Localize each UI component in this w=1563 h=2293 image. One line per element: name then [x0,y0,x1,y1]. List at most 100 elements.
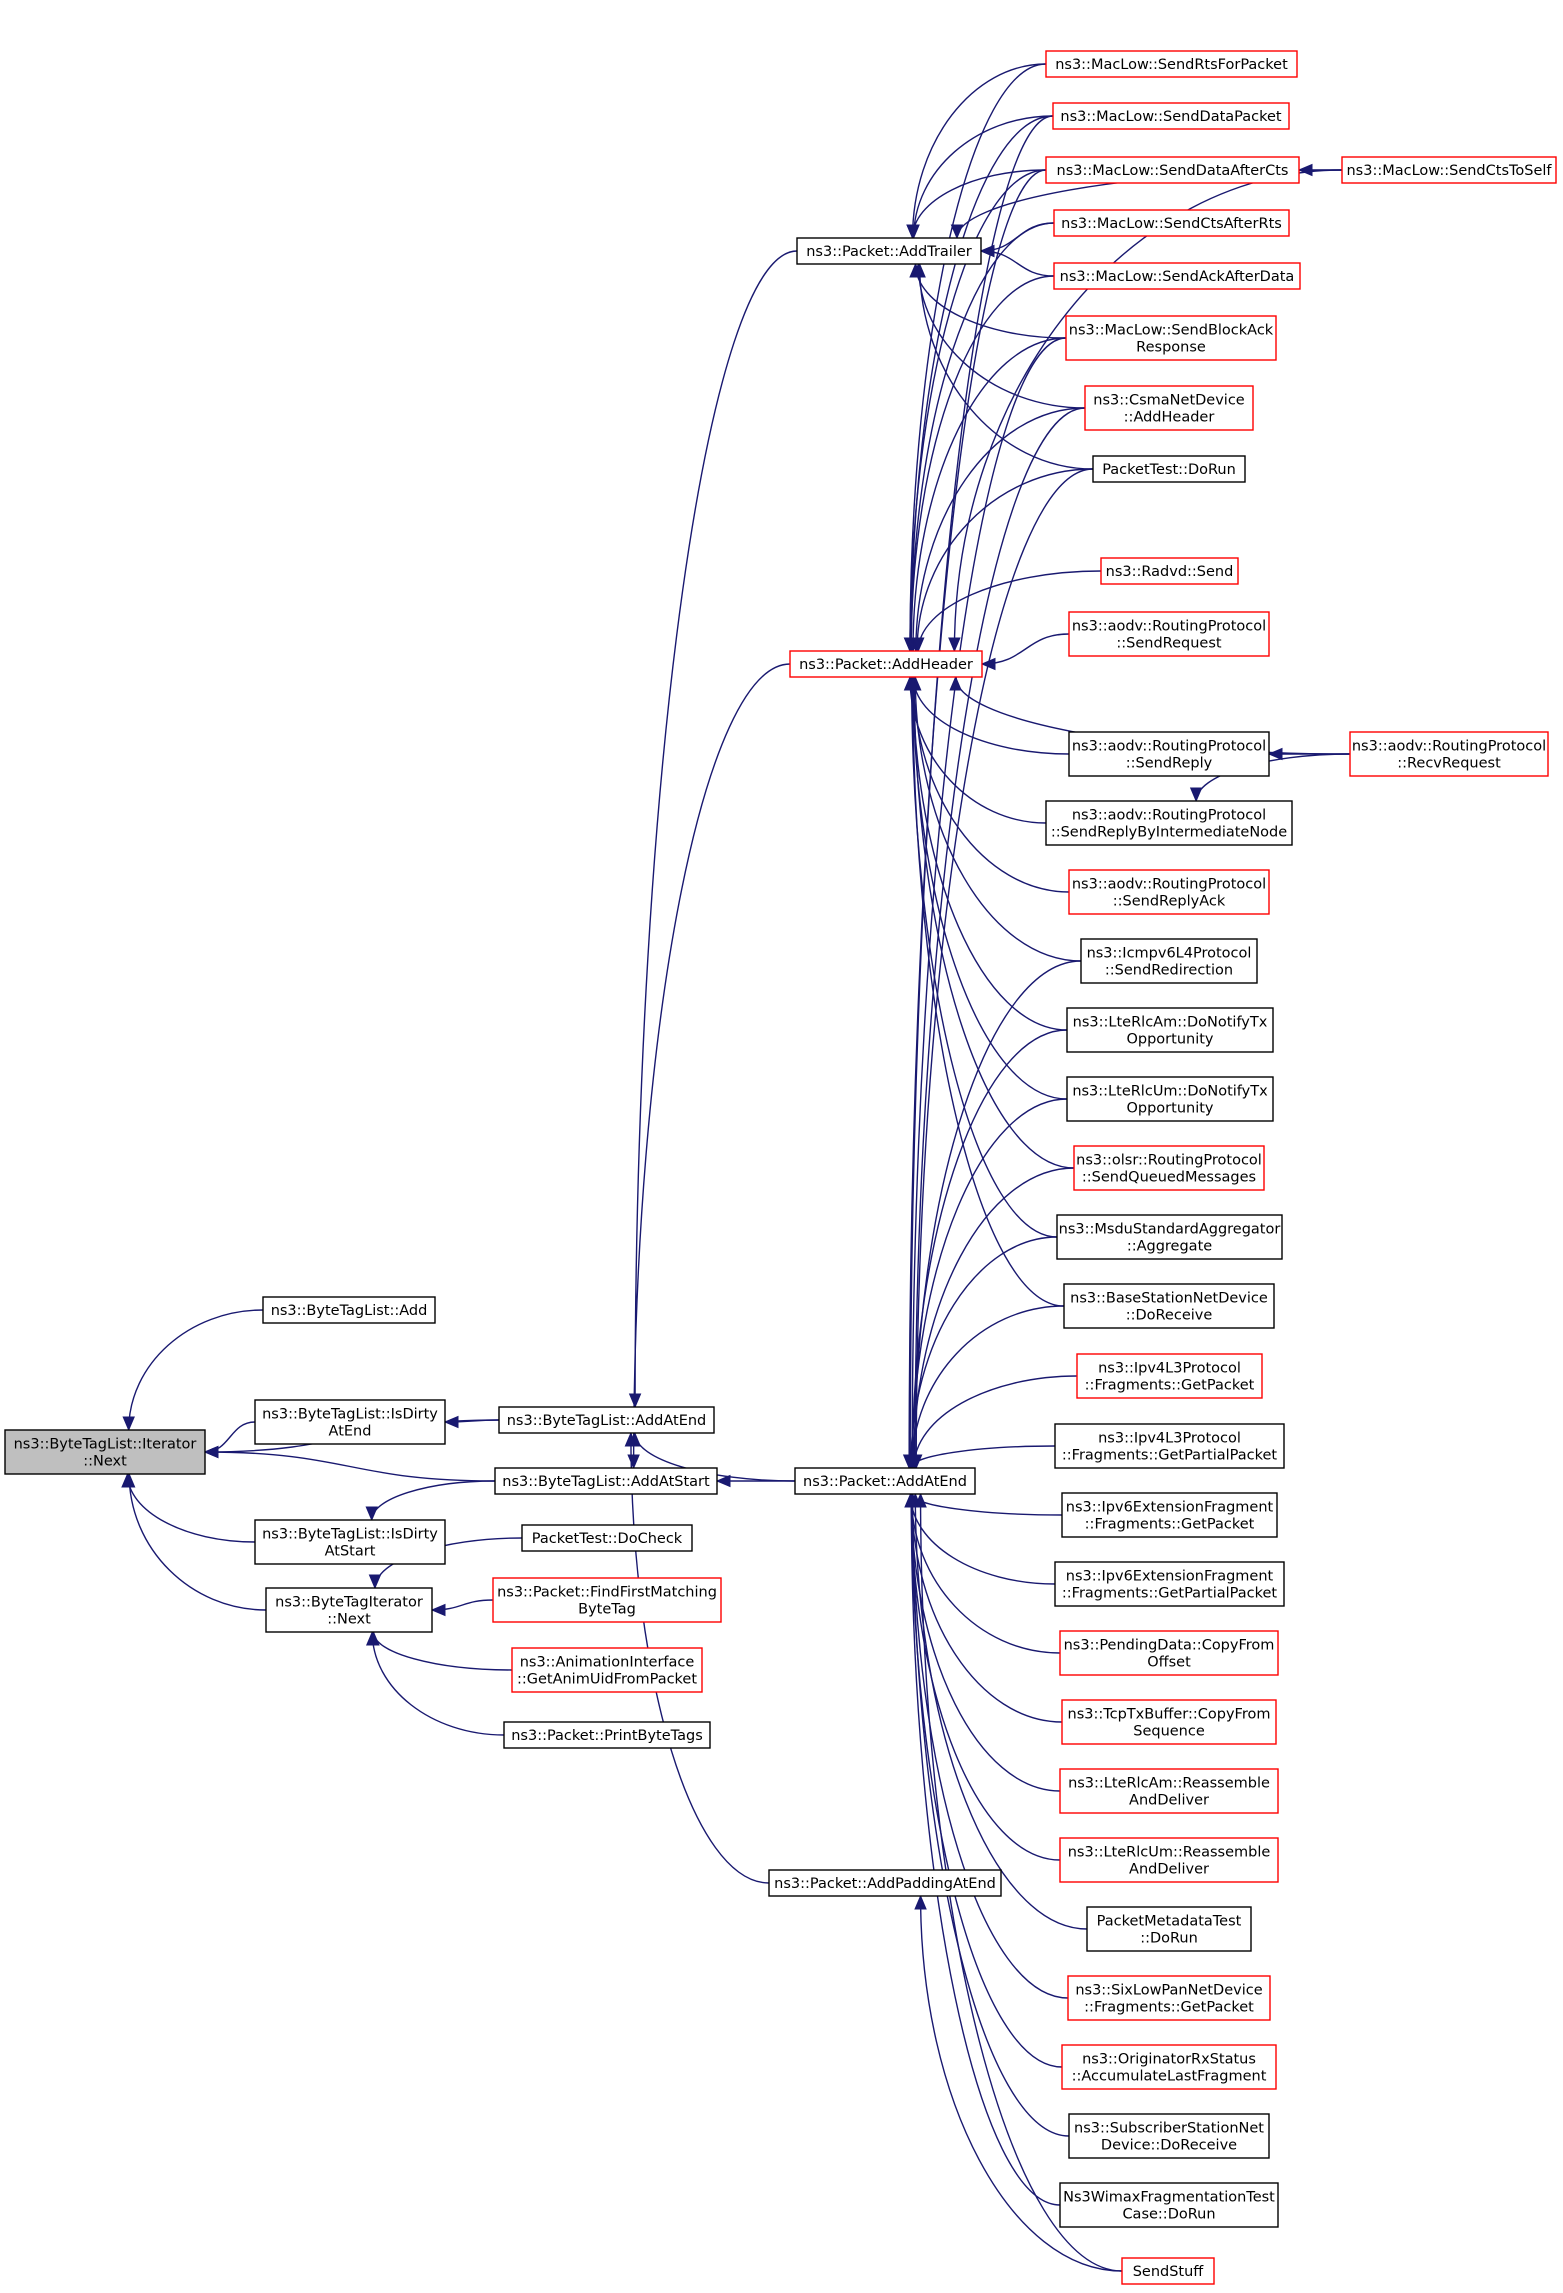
node-label: ns3::aodv::RoutingProtocol [1072,877,1266,893]
node-ptDoCheck[interactable]: PacketTest::DoCheck [521,1524,693,1552]
edge-line [910,1493,1061,1792]
node-olsrQueued[interactable]: ns3::olsr::RoutingProtocol::SendQueuedMe… [1073,1145,1265,1191]
node-label: ns3::Ipv6ExtensionFragment [1066,1569,1274,1585]
node-label: ::DoReceive [1126,1308,1213,1324]
node-btlAddAtEnd[interactable]: ns3::ByteTagList::AddAtEnd [498,1406,715,1434]
node-label: ::SendRedirection [1105,963,1233,979]
node-sendData[interactable]: ns3::MacLow::SendDataPacket [1052,102,1290,130]
call-nodes: ns3::ByteTagList::Iterator::Nextns3::Byt… [4,50,1557,2285]
call-edge [904,1492,1061,2206]
call-edge [365,1630,505,1736]
node-box [1349,731,1549,777]
edge-line [371,1631,505,1736]
node-aodvSendReplyAck[interactable]: ns3::aodv::RoutingProtocol::SendReplyAck [1068,869,1270,915]
node-bsReceive[interactable]: ns3::BaseStationNetDevice::DoReceive [1063,1283,1275,1329]
node-pAddHeader[interactable]: ns3::Packet::AddHeader [789,650,983,678]
edge-arrowhead [1297,163,1313,177]
node-box [1073,1145,1265,1191]
edge-line [910,1493,1061,1861]
node-ipv6ExtFragPartial[interactable]: ns3::Ipv6ExtensionFragment::Fragments::G… [1054,1561,1285,1607]
node-sixLowPan[interactable]: ns3::SixLowPanNetDevice::Fragments::GetP… [1067,1975,1271,2021]
node-root[interactable]: ns3::ByteTagList::Iterator::Next [4,1429,206,1475]
node-pAddAtEnd[interactable]: ns3::Packet::AddAtEnd [794,1467,976,1495]
node-label: ::Fragments::GetPartialPacket [1062,1586,1278,1602]
call-edge [905,1305,1065,1470]
node-sendRts[interactable]: ns3::MacLow::SendRtsForPacket [1045,50,1298,78]
node-sendStuff[interactable]: SendStuff [1121,2257,1215,2285]
edge-line [128,1473,267,1611]
edge-line [911,1305,1065,1469]
node-ptDoRun[interactable]: PacketTest::DoRun [1092,455,1246,483]
edge-line [910,222,1055,652]
edge-arrowhead [914,1894,927,1910]
node-animUid[interactable]: ns3::AnimationInterface::GetAnimUidFromP… [511,1647,703,1693]
node-btIterNext[interactable]: ns3::ByteTagIterator::Next [265,1587,433,1633]
node-pAddPadding[interactable]: ns3::Packet::AddPaddingAtEnd [768,1869,1002,1897]
edge-line [912,676,1070,755]
node-csmaAddHeader[interactable]: ns3::CsmaNetDevice::AddHeader [1084,385,1254,431]
edge-line [909,63,1047,652]
call-edge [122,1472,267,1611]
node-aodvSendReplyInter[interactable]: ns3::aodv::RoutingProtocol::SendReplyByI… [1045,800,1293,846]
node-btlAddAtStart[interactable]: ns3::ByteTagList::AddAtStart [494,1467,718,1495]
call-edge [909,407,1086,653]
node-sendCtsRts[interactable]: ns3::MacLow::SendCtsAfterRts [1053,209,1290,237]
node-label: ::Next [83,1454,127,1470]
node-box [1066,1007,1274,1053]
node-label: ns3::LteRlcUm::DoNotifyTx [1072,1084,1268,1100]
call-edge [365,1480,496,1522]
node-pAddTrailer[interactable]: ns3::Packet::AddTrailer [796,237,982,265]
node-label: ::AddHeader [1124,410,1215,426]
edge-line [914,1493,1088,1930]
node-label: ns3::ByteTagList::IsDirty [262,1407,438,1423]
edge-line [909,169,1047,652]
node-box [1061,2044,1277,2090]
node-printByteTags[interactable]: ns3::Packet::PrintByteTags [503,1721,711,1749]
node-aodvSendRequest[interactable]: ns3::aodv::RoutingProtocol::SendRequest [1068,611,1270,657]
node-box [503,1721,711,1749]
node-sendAck[interactable]: ns3::MacLow::SendAckAfterData [1053,262,1301,290]
node-sendDataCts[interactable]: ns3::MacLow::SendDataAfterCts [1045,156,1300,184]
node-aodvRecvRequest[interactable]: ns3::aodv::RoutingProtocol::RecvRequest [1349,731,1549,777]
node-ipv6ExtFrag[interactable]: ns3::Ipv6ExtensionFragment::Fragments::G… [1061,1492,1278,1538]
node-origRx[interactable]: ns3::OriginatorRxStatus::AccumulateLastF… [1061,2044,1277,2090]
call-edge [367,1630,513,1671]
node-pmtDoRun[interactable]: PacketMetadataTest::DoRun [1086,1906,1252,1952]
node-sendCtsSelf[interactable]: ns3::MacLow::SendCtsToSelf [1341,156,1557,184]
node-label: ::SendReplyByIntermediateNode [1051,825,1287,841]
edge-line [912,337,1067,652]
node-label: ns3::Ipv6ExtensionFragment [1066,1500,1274,1516]
call-edge [908,960,1082,1470]
edge-line [911,169,1047,239]
node-ipv4FragPartial[interactable]: ns3::Ipv4L3Protocol::Fragments::GetParti… [1054,1423,1285,1469]
node-btlAdd[interactable]: ns3::ByteTagList::Add [262,1296,436,1324]
node-radvdSend[interactable]: ns3::Radvd::Send [1100,557,1239,585]
node-box [1059,1837,1279,1883]
node-box [1059,1768,1279,1814]
node-aodvSendReply[interactable]: ns3::aodv::RoutingProtocol::SendReply [1068,731,1270,777]
edge-arrowhead [914,1492,927,1508]
node-msduAgg[interactable]: ns3::MsduStandardAggregator::Aggregate [1056,1214,1283,1260]
edge-line [910,1236,1058,1469]
node-label: ns3::MacLow::SendCtsAfterRts [1061,216,1282,232]
node-label: SendStuff [1133,2264,1205,2280]
call-edge [904,1492,1056,1585]
node-ipv4Frag[interactable]: ns3::Ipv4L3Protocol::Fragments::GetPacke… [1076,1353,1263,1399]
node-icmpRedirect[interactable]: ns3::Icmpv6L4Protocol::SendRedirection [1080,938,1258,984]
node-box [796,237,982,265]
node-label: ::RecvRequest [1397,756,1501,772]
node-ssReceive[interactable]: ns3::SubscriberStationNetDevice::DoRecei… [1068,2113,1270,2159]
edge-arrowhead [122,1472,136,1488]
call-edge [906,1098,1068,1470]
